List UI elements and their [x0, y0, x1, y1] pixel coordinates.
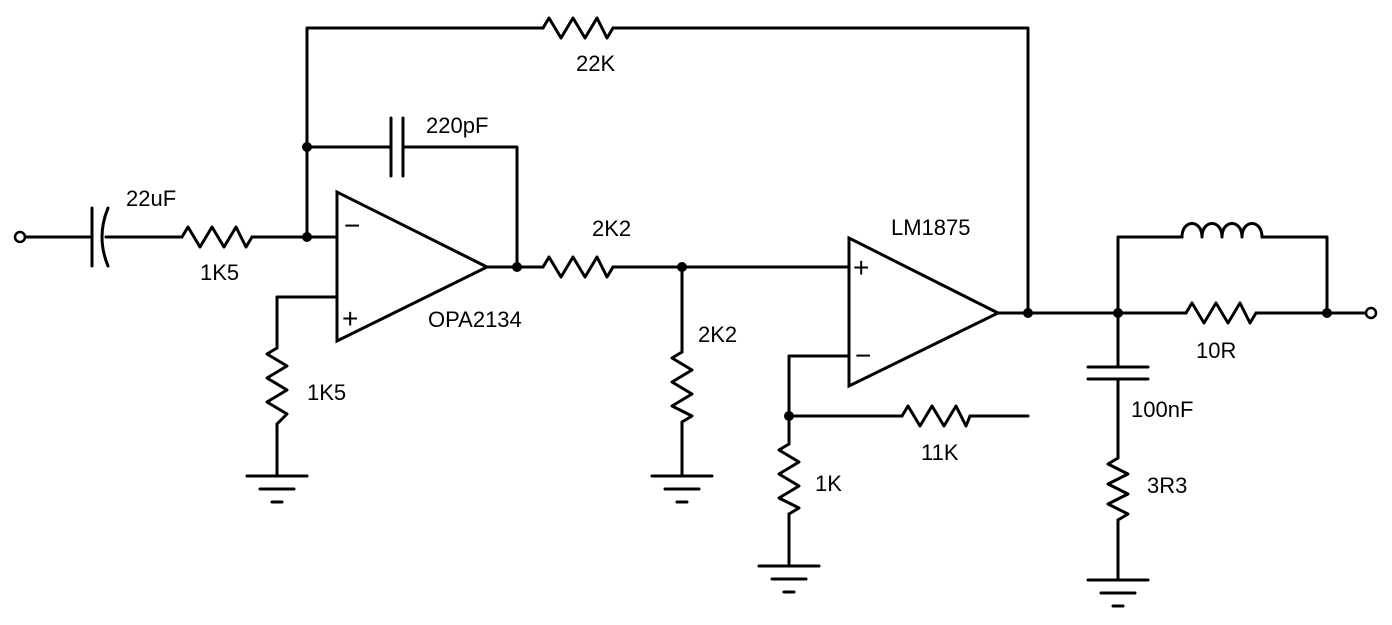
series-resistor — [541, 255, 615, 279]
ground-symbol-2 — [650, 474, 714, 504]
opamp-lm1875 — [847, 235, 1002, 389]
global-feedback-resistor-label: 22K — [576, 51, 615, 76]
zobel-resistor — [1106, 456, 1130, 522]
ground-symbol-4 — [1086, 578, 1150, 608]
opamp1-bias-wires — [275, 295, 339, 478]
output-terminal — [1364, 306, 1378, 320]
input-capacitor — [90, 206, 110, 268]
ground-symbol-1 — [245, 474, 309, 504]
zobel-capacitor — [1086, 365, 1150, 381]
global-feedback-resistor — [541, 16, 615, 40]
input-resistor-label: 1K5 — [200, 260, 239, 285]
input-capacitor-label: 22uF — [126, 186, 176, 211]
opamp2-inverting-sign: − — [855, 340, 871, 371]
series-resistor-label: 2K2 — [592, 216, 631, 241]
gain-feedback-resistor-label: 11K — [921, 440, 959, 465]
shunt-resistor — [670, 350, 694, 424]
zobel-resistor-label: 3R3 — [1147, 473, 1187, 498]
shunt-resistor-label: 2K2 — [698, 322, 737, 347]
feedback-capacitor-label: 220pF — [426, 113, 488, 138]
junction-gain-network — [784, 411, 794, 421]
bias-resistor-label: 1K5 — [307, 380, 346, 405]
gain-feedback-resistor — [900, 404, 972, 428]
bias-resistor — [265, 346, 289, 426]
opamp1-label: OPA2134 — [428, 307, 522, 332]
zobel-capacitor-label: 100nF — [1131, 397, 1193, 422]
feedback-cap-wires — [305, 145, 519, 269]
junction-output — [1322, 308, 1332, 318]
opamp-opa2134 — [335, 189, 491, 344]
global-feedback-wires — [305, 26, 1030, 315]
gain-ground-resistor-label: 1K — [815, 471, 842, 496]
opamp2-label: LM1875 — [891, 215, 971, 240]
output-resistor-label: 10R — [1196, 338, 1236, 363]
inductor-wires — [1116, 235, 1329, 315]
output-inductor — [1180, 222, 1264, 239]
output-resistor — [1184, 301, 1258, 325]
feedback-capacitor — [389, 116, 405, 178]
opamp2-noninverting-sign: + — [853, 252, 869, 283]
gain-network-wires — [787, 354, 1030, 568]
input-resistor — [180, 225, 254, 249]
opamp1-noninverting-sign: + — [342, 303, 358, 334]
ground-symbol-3 — [757, 564, 821, 594]
gain-ground-resistor — [777, 442, 801, 516]
opamp1-inverting-sign: − — [344, 210, 360, 241]
